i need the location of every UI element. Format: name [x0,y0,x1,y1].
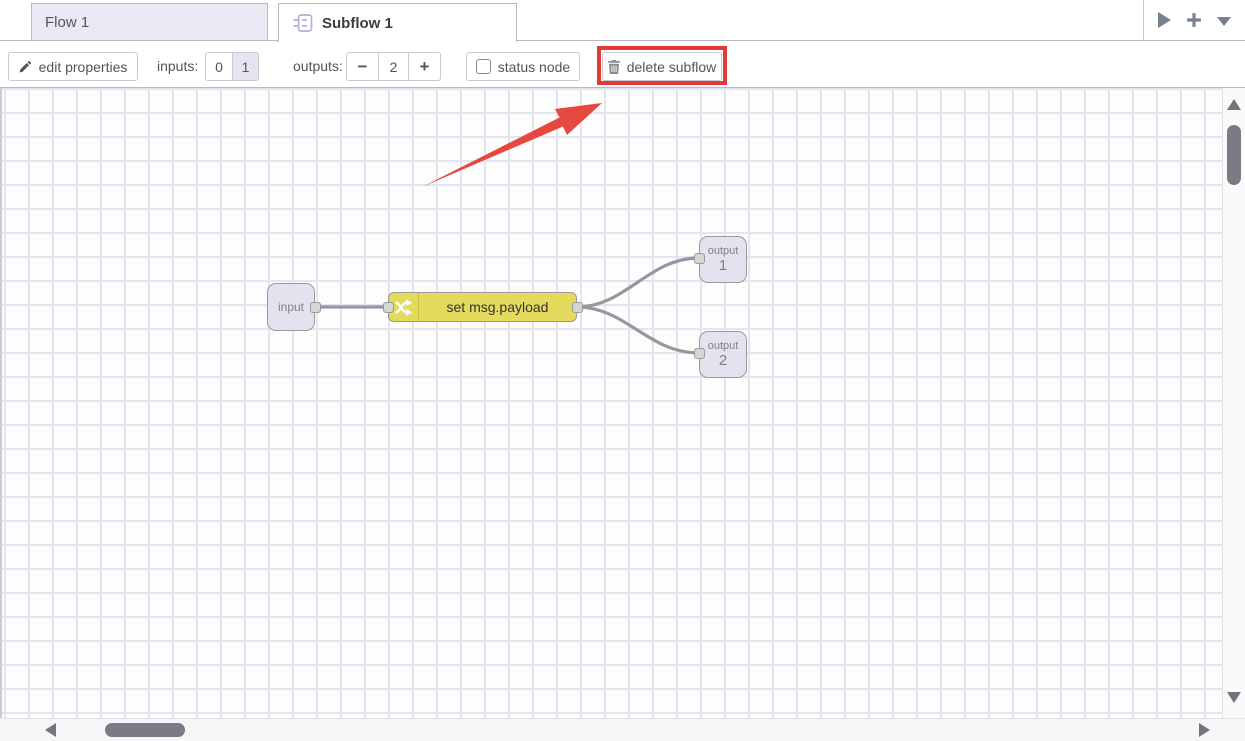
status-node-button[interactable]: status node [466,52,580,81]
trash-icon [608,60,620,74]
add-flow-button[interactable] [1185,11,1203,29]
inputs-option-1[interactable]: 1 [232,53,258,80]
vertical-scrollbar-thumb[interactable] [1227,125,1241,185]
node-change-label: set msg.payload [419,299,576,315]
flow-canvas[interactable]: input set msg.payload output 1 output 2 [0,88,1222,718]
outputs-value: 2 [378,53,409,80]
node-change[interactable]: set msg.payload [388,292,577,322]
flow-list-chevron-icon[interactable] [1217,17,1231,26]
delete-subflow-label: delete subflow [627,59,717,75]
tab-bar: Flow 1 Subflow 1 [0,0,1245,41]
tab-flow-1-label: Flow 1 [45,14,89,31]
port-output2-in[interactable] [694,348,705,359]
node-output1-number: 1 [719,258,727,274]
horizontal-scrollbar-thumb[interactable] [105,723,185,737]
subflow-toolbar: edit properties inputs: 0 1 outputs: − 2… [0,41,1245,88]
scroll-left-arrow[interactable] [45,723,56,737]
node-input-label: input [278,300,304,314]
edit-properties-button[interactable]: edit properties [8,52,138,81]
outputs-label: outputs: [293,58,343,74]
port-input-out[interactable] [310,302,321,313]
scroll-right-arrow[interactable] [1199,723,1210,737]
scroll-up-arrow[interactable] [1227,99,1241,110]
scroll-tabs-right-icon[interactable] [1158,12,1171,28]
edit-properties-label: edit properties [39,59,128,75]
outputs-spinner: − 2 + [346,52,441,81]
node-subflow-output-1[interactable]: output 1 [699,236,747,283]
wires-layer [2,88,1222,718]
port-change-out[interactable] [572,302,583,313]
pencil-icon [19,60,32,73]
tab-flow-1[interactable]: Flow 1 [31,3,268,41]
node-subflow-output-2[interactable]: output 2 [699,331,747,378]
subflow-icon [292,12,314,34]
inputs-option-0[interactable]: 0 [206,53,232,80]
port-output1-in[interactable] [694,253,705,264]
status-node-label: status node [498,59,570,75]
outputs-increase-button[interactable]: + [409,53,440,80]
inputs-label: inputs: [157,58,198,74]
tab-subflow-1-label: Subflow 1 [322,15,393,32]
tab-subflow-1[interactable]: Subflow 1 [278,3,517,42]
wire-change-to-output2[interactable] [577,307,699,353]
wire-change-to-output1[interactable] [577,258,699,307]
delete-subflow-button[interactable]: delete subflow [602,52,722,81]
port-change-in[interactable] [383,302,394,313]
status-node-checkbox[interactable] [476,59,491,74]
node-subflow-input[interactable]: input [267,283,315,331]
scroll-down-arrow[interactable] [1227,692,1241,703]
vertical-scrollbar[interactable] [1222,88,1245,718]
tab-actions [1144,0,1245,40]
node-output2-number: 2 [719,353,727,369]
annotation-arrow [422,103,602,187]
horizontal-scrollbar[interactable] [0,718,1245,741]
outputs-decrease-button[interactable]: − [347,53,378,80]
inputs-toggle: 0 1 [205,52,259,81]
